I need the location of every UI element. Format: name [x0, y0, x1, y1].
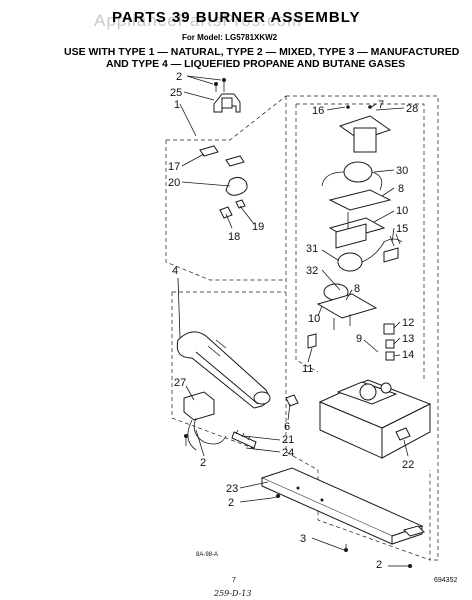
callout-21: 21: [282, 434, 294, 446]
callout-3: 3: [300, 533, 306, 545]
part-number: 694352: [434, 577, 457, 584]
mounting-plate-part: [260, 467, 425, 545]
callout-32: 32: [306, 265, 318, 277]
callout-25: 25: [170, 87, 182, 99]
callout-13: 13: [402, 333, 414, 345]
callout-22: 22: [402, 459, 414, 471]
callout-27: 27: [174, 377, 186, 389]
callout-31: 31: [306, 243, 318, 255]
callout-2: 2: [200, 457, 206, 469]
callout-19: 19: [252, 221, 264, 233]
burner-tube-part: [176, 331, 271, 409]
usage-line-2: AND TYPE 4 — LIQUEFIED PROPANE AND BUTAN…: [106, 58, 405, 70]
callout-24: 24: [282, 447, 294, 459]
callout-4: 4: [172, 265, 178, 277]
callout-7: 7: [378, 99, 384, 111]
callout-2: 2: [176, 71, 182, 83]
leader-lines: [177, 75, 409, 567]
handwritten-note: 259-D-13: [213, 589, 251, 598]
callout-1: 1: [174, 99, 180, 111]
callout-8: 8: [398, 183, 404, 195]
screws-parts: [184, 105, 412, 568]
callout-14: 14: [402, 349, 414, 361]
callout-20: 20: [168, 177, 180, 189]
diagram-title: PARTS 39 BURNER ASSEMBLY: [112, 9, 361, 26]
callout-17: 17: [168, 161, 180, 173]
igniter-part: [183, 391, 257, 451]
usage-line-1: USE WITH TYPE 1 — NATURAL, TYPE 2 — MIXE…: [64, 46, 460, 58]
callout-6: 6: [284, 421, 290, 433]
callout-23: 23: [226, 483, 238, 495]
callout-10: 10: [396, 205, 408, 217]
callout-30: 30: [396, 165, 408, 177]
callout-15: 15: [396, 223, 408, 235]
valve-assembly-part: [307, 115, 403, 361]
watermark-text: AppliancePartsPros.com: [94, 11, 302, 30]
callout-28: 28: [406, 103, 418, 115]
callout-2: 2: [376, 559, 382, 571]
callout-labels: 2 25 1 17 20 18 19 4 27 2 21 24 6 16 7 2…: [168, 71, 418, 571]
callout-16: 16: [312, 105, 324, 117]
gas-valve-body-part: [285, 379, 432, 459]
callout-2: 2: [228, 497, 234, 509]
callout-10: 10: [308, 313, 320, 325]
callout-8: 8: [354, 283, 360, 295]
assembly-outline: [165, 95, 439, 561]
model-label: For Model: LG5781XKW2: [182, 33, 278, 42]
callout-9: 9: [356, 333, 362, 345]
gas-tube-part: [199, 145, 248, 219]
mounting-bracket-part: [213, 78, 241, 113]
callout-18: 18: [228, 231, 240, 243]
callout-12: 12: [402, 317, 414, 329]
page-number: 7: [232, 577, 236, 584]
callout-11: 11: [302, 363, 313, 375]
figure-code: 8A-98-A: [196, 552, 218, 558]
